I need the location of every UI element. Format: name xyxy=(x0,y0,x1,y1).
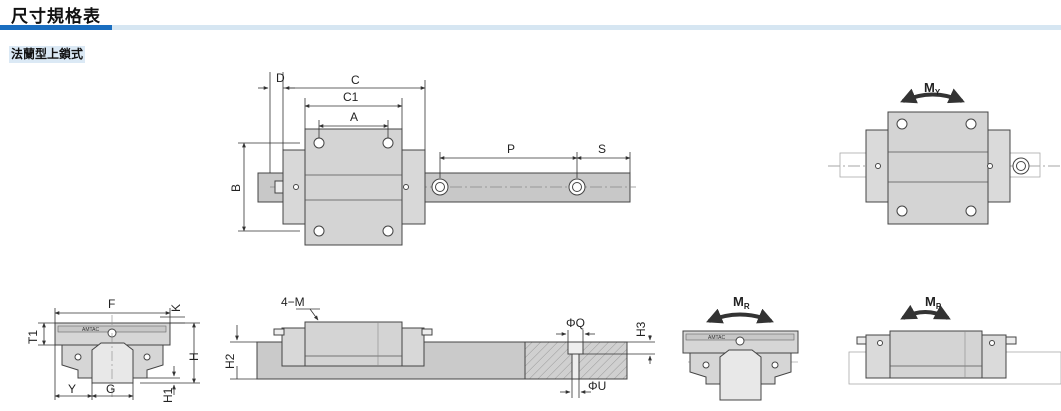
page-title: 尺寸規格表 xyxy=(11,7,101,27)
dim-label-c1: C1 xyxy=(343,90,359,104)
dim-label-k: K xyxy=(169,304,183,312)
dim-label-g: G xyxy=(106,382,115,396)
dim-label-h: H xyxy=(187,352,201,361)
moment-sub: P xyxy=(936,302,942,311)
top-view: D C C1 A B P S xyxy=(229,71,636,246)
dim-label-t1: T1 xyxy=(26,330,40,344)
flange-block xyxy=(304,128,403,246)
dim-label-4m: 4−M xyxy=(281,295,305,309)
dim-label-y: Y xyxy=(68,382,76,396)
dim-label-h3: H3 xyxy=(634,321,648,337)
dim-label-s: S xyxy=(598,142,606,156)
dim-label-h2: H2 xyxy=(223,353,237,369)
dim-label-c: C xyxy=(351,73,360,87)
moment-base: M xyxy=(924,80,935,95)
moment-arrow-icon xyxy=(706,308,774,324)
end-view: AMTAC F K T1 H H1 Y G xyxy=(26,297,201,403)
moment-mp-view: MP xyxy=(848,294,1061,385)
section-subtitle: 法蘭型上鎖式 xyxy=(9,46,86,63)
grease-nipple-icon xyxy=(293,184,299,190)
title-accent xyxy=(0,25,112,30)
mounting-hole-icon xyxy=(313,225,325,237)
svg-text:AMTAC: AMTAC xyxy=(708,335,726,341)
moment-arrow-icon xyxy=(900,88,965,104)
mounting-hole-icon xyxy=(313,137,325,149)
mounting-hole-icon xyxy=(382,137,394,149)
moment-label-my: MY xyxy=(924,80,941,97)
moment-label-mr: MR xyxy=(733,294,750,311)
dim-label-f: F xyxy=(108,297,115,311)
title-underline xyxy=(0,25,1061,30)
moment-mr-view: AMTAC MR xyxy=(682,294,799,401)
moment-sub: R xyxy=(744,302,750,311)
block-side xyxy=(304,321,403,367)
dim-label-u: ΦU xyxy=(588,379,606,393)
moment-base: M xyxy=(925,294,936,309)
dim-label-p: P xyxy=(507,142,515,156)
flange-block xyxy=(887,111,989,225)
mounting-hole-icon xyxy=(382,225,394,237)
moment-arrow-icon xyxy=(900,304,951,320)
moment-label-mp: MP xyxy=(925,294,942,311)
side-view: 4−M H2 ΦQ H3 ΦU xyxy=(223,295,655,398)
grease-nipple-icon xyxy=(403,184,409,190)
dim-label-d: D xyxy=(276,71,285,85)
end-cap-left xyxy=(282,149,308,225)
moment-my-view: MY xyxy=(828,80,1061,225)
rail-hole-icon xyxy=(568,178,586,196)
rail-hole-icon xyxy=(431,178,449,196)
dim-label-b: B xyxy=(229,184,243,192)
moment-sub: Y xyxy=(935,88,941,97)
svg-text:AMTAC: AMTAC xyxy=(82,327,100,333)
dim-label-h1: H1 xyxy=(161,387,175,403)
moment-base: M xyxy=(733,294,744,309)
dim-label-q: ΦQ xyxy=(566,316,585,330)
rail-profile xyxy=(91,342,134,384)
dim-label-a: A xyxy=(350,110,358,124)
